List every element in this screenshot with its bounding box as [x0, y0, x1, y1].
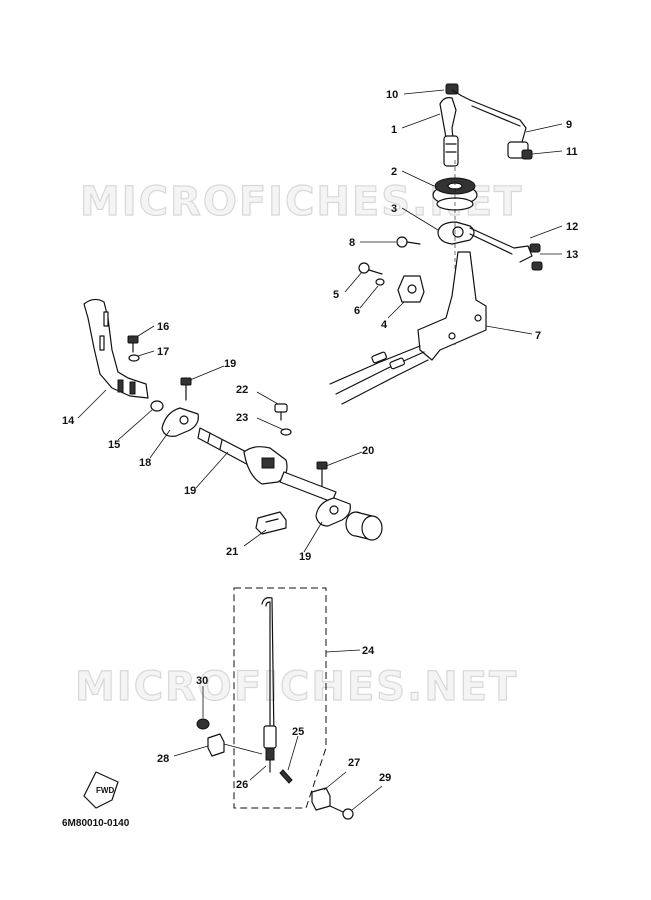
callout-1: 1	[391, 124, 397, 136]
throttle-link-assembly	[329, 83, 543, 405]
callout-14: 14	[62, 415, 75, 427]
fwd-arrow-icon	[83, 771, 119, 809]
diagram-code: 6M80010-0140	[62, 818, 130, 829]
callout-30: 30	[196, 675, 208, 687]
callout-11: 11	[566, 146, 578, 158]
callout-18: 19	[184, 485, 196, 497]
callout-27: 27	[348, 757, 360, 769]
callout-24: 24	[362, 645, 375, 657]
callout-15: 15	[108, 439, 120, 451]
callout-9: 9	[566, 119, 572, 131]
shift-rod-assembly: FWD	[83, 587, 354, 820]
callout-20a: 19	[224, 358, 236, 370]
callout-22: 22	[236, 384, 248, 396]
callout-19b: 19	[299, 551, 311, 563]
callout-13: 13	[566, 249, 578, 261]
callout-5: 5	[333, 289, 339, 301]
callout-26: 26	[236, 779, 248, 791]
callout-10: 10	[386, 89, 398, 101]
callout-labels: 10 1 9 11 2 3 12 8 13 5 6 4 7 16 17 19 2…	[62, 89, 578, 791]
callout-3: 3	[391, 203, 397, 215]
callout-7: 7	[535, 330, 541, 342]
watermark-bottom: MICROFICHES.NET	[75, 664, 518, 710]
callout-28: 28	[157, 753, 169, 765]
callout-2: 2	[391, 166, 397, 178]
callout-16: 16	[157, 321, 169, 333]
callout-17: 17	[157, 346, 169, 358]
callout-6: 6	[354, 305, 360, 317]
callout-4: 4	[381, 319, 388, 331]
leader-lines	[77, 89, 563, 811]
callout-19a: 18	[139, 457, 151, 469]
callout-23: 23	[236, 412, 248, 424]
callout-8: 8	[349, 237, 355, 249]
shift-lever-assembly	[83, 298, 383, 541]
callout-12: 12	[566, 221, 578, 233]
callout-21: 21	[226, 546, 238, 558]
callout-25: 25	[292, 726, 304, 738]
callout-29: 29	[379, 772, 391, 784]
fwd-label: FWD	[96, 786, 114, 795]
callout-20b: 20	[362, 445, 374, 457]
